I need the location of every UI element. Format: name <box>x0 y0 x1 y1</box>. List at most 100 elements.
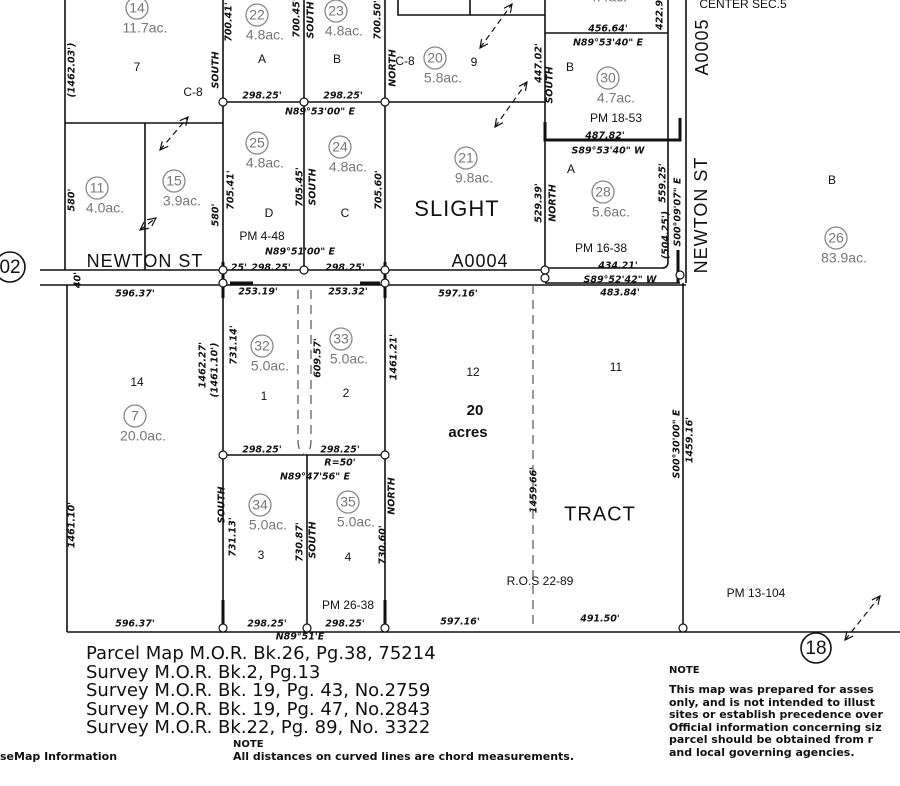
map-name-label: A0004 <box>451 251 508 271</box>
dimension-label: 700.45' <box>292 0 303 38</box>
map-name-label: NEWTON ST <box>691 157 711 274</box>
reference-line: Parcel Map M.O.R. Bk.26, Pg.38, 75214 <box>86 643 436 664</box>
parcel-11[interactable]: 114.0ac. <box>85 176 124 216</box>
plat-reference: PM 16-38 <box>575 241 627 255</box>
dimension-label: S89°52'42" W <box>584 275 657 286</box>
dimension-label: (504.25') <box>661 211 672 259</box>
parcel-acreage: 11.7ac. <box>123 20 168 36</box>
parcel-acreage: 5.0ac. <box>337 514 375 530</box>
parcel-number-circle <box>248 493 272 517</box>
lot-label: 7 <box>134 60 141 74</box>
parcel-30[interactable]: 304.7ac. <box>596 66 635 106</box>
dimension-label: 529.39' <box>534 183 545 223</box>
dimension-label: NORTH <box>388 49 399 86</box>
dimension-label: S00°30'00" E <box>672 409 683 478</box>
monument-marker <box>218 623 228 633</box>
parcel-15[interactable]: 153.9ac. <box>162 169 201 209</box>
parcel-25[interactable]: 254.8ac. <box>245 131 284 171</box>
parcel-acreage: 4.8ac. <box>246 155 284 171</box>
parcel-28[interactable]: 285.6ac. <box>591 180 630 220</box>
monument-marker <box>218 265 228 275</box>
parcel-35[interactable]: 355.0ac. <box>336 490 375 530</box>
lot-label: D <box>265 206 274 220</box>
map-name-label: A0005 <box>692 18 712 75</box>
dimension-label: 487.82' <box>584 131 625 142</box>
parcel-acreage: 4.4ac. <box>589 0 627 5</box>
curve-note-title: NOTE <box>233 739 264 750</box>
dimension-label: 298.25' <box>325 263 365 274</box>
lot-label: 1 <box>261 389 268 403</box>
parcel-lines <box>40 0 900 633</box>
dimension-label: 25' <box>231 263 247 274</box>
dimension-label: 596.37' <box>115 619 155 630</box>
parcel-acreage: 5.0ac. <box>251 358 289 374</box>
disclaimer-line: sites or establish precedence over <box>669 708 883 721</box>
dimension-label: 456.64' <box>587 24 628 35</box>
parcel-7[interactable]: 7 20.0ac. <box>120 404 166 444</box>
dimension-label: R=50' <box>324 458 355 469</box>
monument-marker <box>678 623 688 633</box>
parcel-acreage: 4.8ac. <box>325 23 363 39</box>
survey-references: Parcel Map M.O.R. Bk.26, Pg.38, 75214 Su… <box>86 643 436 738</box>
parcel-number-circle <box>328 135 352 159</box>
dimension-label: 434.21' <box>597 261 638 272</box>
parcel-number-circle <box>824 226 848 250</box>
dimension-label: N89°47'56" E <box>280 472 351 483</box>
arrow-heads <box>138 217 158 231</box>
survey-monuments <box>218 97 688 633</box>
parcel-acreage: 5.0ac. <box>330 351 368 367</box>
arrow-shaft <box>139 217 157 231</box>
monument-marker <box>675 270 685 280</box>
monument-marker <box>299 97 309 107</box>
lot-label: A <box>258 52 266 66</box>
dimension-label: 596.37' <box>115 289 155 300</box>
arrow-heads <box>479 2 513 50</box>
dimension-label: 483.84' <box>599 288 640 299</box>
parcel-23[interactable]: 234.8ac. <box>324 0 363 39</box>
disclaimer-line: This map was prepared for asses <box>669 683 874 696</box>
lot-label: A <box>567 162 575 176</box>
parcel-22[interactable]: 224.8ac. <box>245 3 284 43</box>
section-label: CENTER SEC.5 <box>699 0 787 11</box>
parcel-number: 33 <box>333 331 349 347</box>
dimension-label: 447.02' <box>534 43 545 84</box>
parcel-acreage: 4.7ac. <box>597 90 635 106</box>
disclaimer-title: NOTE <box>669 665 700 676</box>
parcel-21[interactable]: 219.8ac. <box>454 146 493 186</box>
parcel-number: 32 <box>254 338 270 354</box>
monument-marker <box>540 265 550 275</box>
disclaimer-line: parcel should be obtained from r <box>669 733 874 746</box>
parcel-acreage: 20.0ac. <box>120 428 166 444</box>
parcel-number: 20 <box>427 50 443 66</box>
dimension-label: N89°53'00" E <box>285 107 356 118</box>
lot-label: 14 <box>130 375 144 389</box>
parcel-number: 11 <box>90 180 105 196</box>
parcel-33[interactable]: 33 5.0ac. <box>329 327 368 367</box>
dimension-label: N89°51'00" E <box>265 247 336 258</box>
monument-marker <box>218 450 228 460</box>
dimension-label: 298.25' <box>251 263 291 274</box>
parcel-number-circle <box>245 3 269 27</box>
reference-line: Survey M.O.R. Bk. 19, Pg. 43, No.2759 <box>86 680 431 701</box>
parcel-20[interactable]: 205.8ac. <box>423 46 462 86</box>
monument-marker <box>380 265 390 275</box>
parcel-32[interactable]: 32 5.0ac. <box>250 334 289 374</box>
curve-note: All distances on curved lines are chord … <box>233 750 575 763</box>
parcel-number: 7 <box>131 408 139 424</box>
dimension-label: NORTH <box>548 184 559 221</box>
dimension-label: 298.25' <box>247 619 287 630</box>
lot-label: C-8 <box>395 54 415 68</box>
disclaimer-line: Official information concerning siz <box>669 720 882 734</box>
plat-reference: PM 4-48 <box>239 229 285 243</box>
parcel-34[interactable]: 345.0ac. <box>248 493 287 533</box>
reference-line: Survey M.O.R. Bk. 19, Pg. 47, No.2843 <box>86 698 431 720</box>
monument-marker <box>380 97 390 107</box>
dimension-label: SOUTH <box>308 521 319 558</box>
parcel-number: 28 <box>595 184 611 200</box>
parcel-24[interactable]: 244.8ac. <box>328 135 367 175</box>
dimension-label: 298.25' <box>320 445 360 456</box>
lot-label: B <box>828 173 836 187</box>
arrow-heads <box>844 594 881 642</box>
